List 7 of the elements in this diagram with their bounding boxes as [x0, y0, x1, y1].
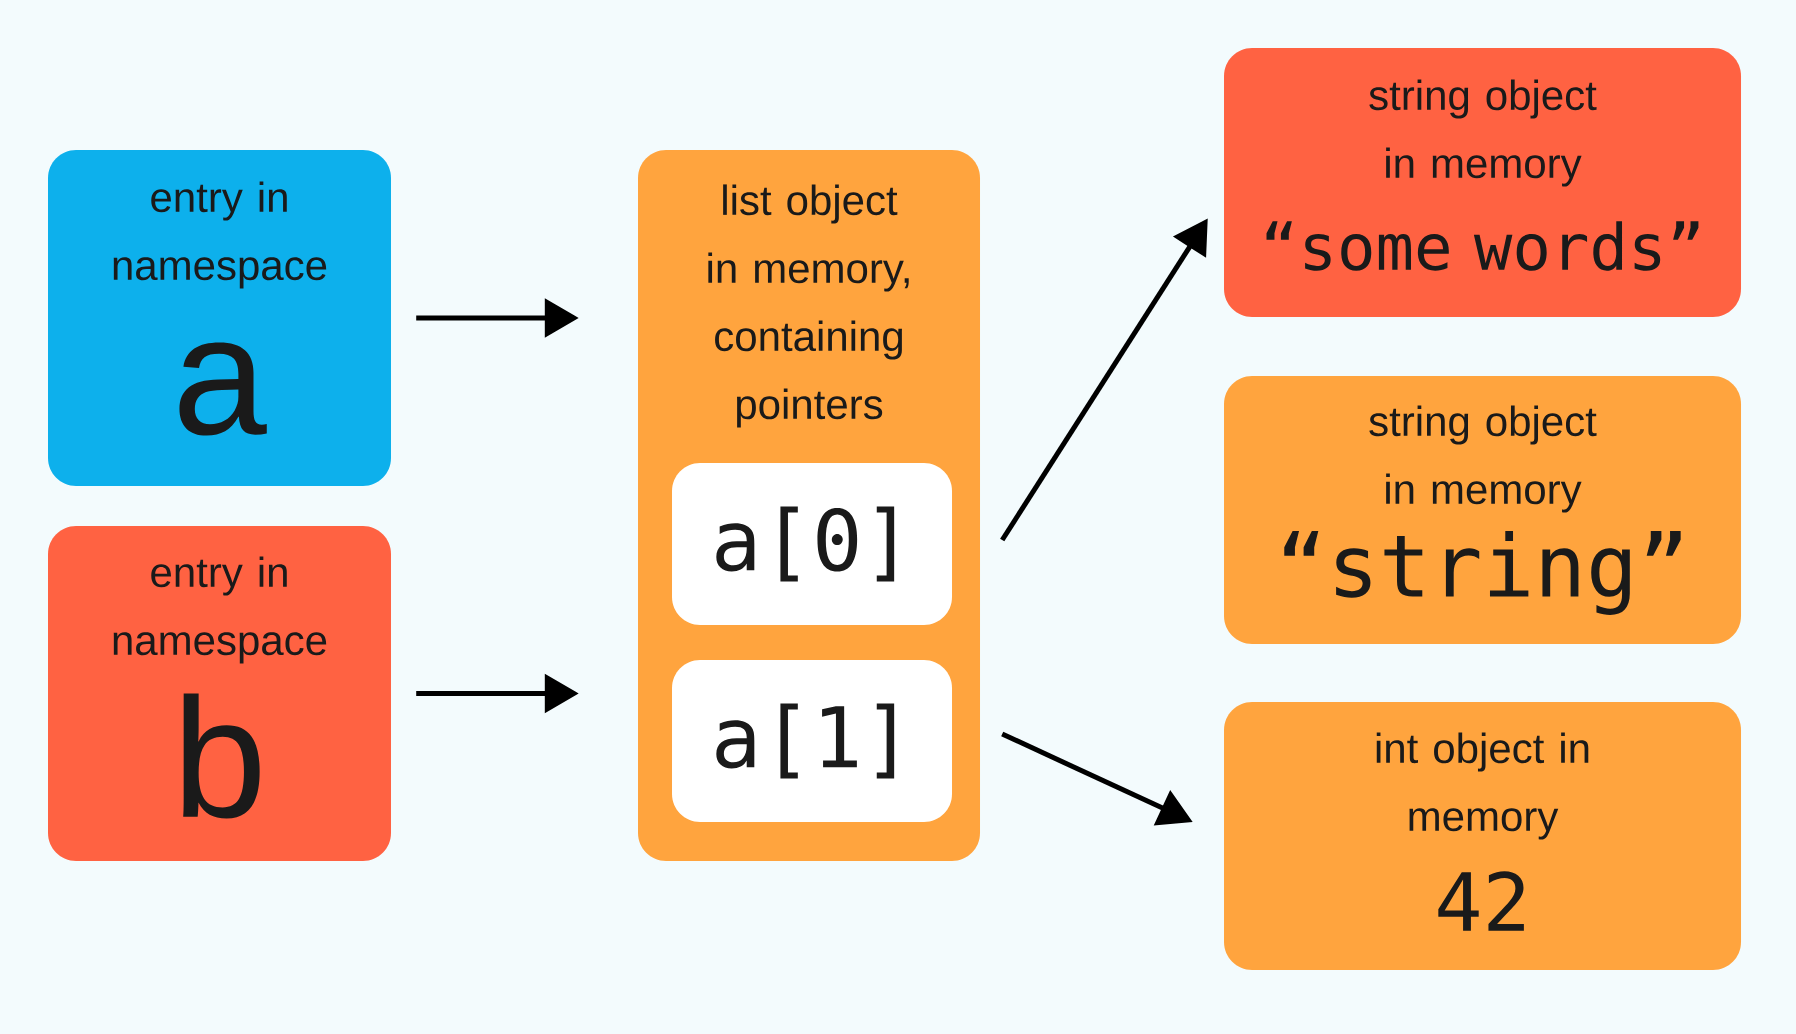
- pointer-box: a[1]: [672, 660, 952, 822]
- namespace-entry-box: entry in namespace b: [48, 526, 391, 861]
- object-box: int object in memory 42: [1224, 702, 1741, 970]
- object-box: string object in memory “some words”: [1224, 48, 1741, 317]
- namespace-entry-box: entry in namespace a: [48, 150, 391, 486]
- pointer-box: a[0]: [672, 463, 952, 625]
- object-box: string object in memory “string”: [1224, 376, 1741, 644]
